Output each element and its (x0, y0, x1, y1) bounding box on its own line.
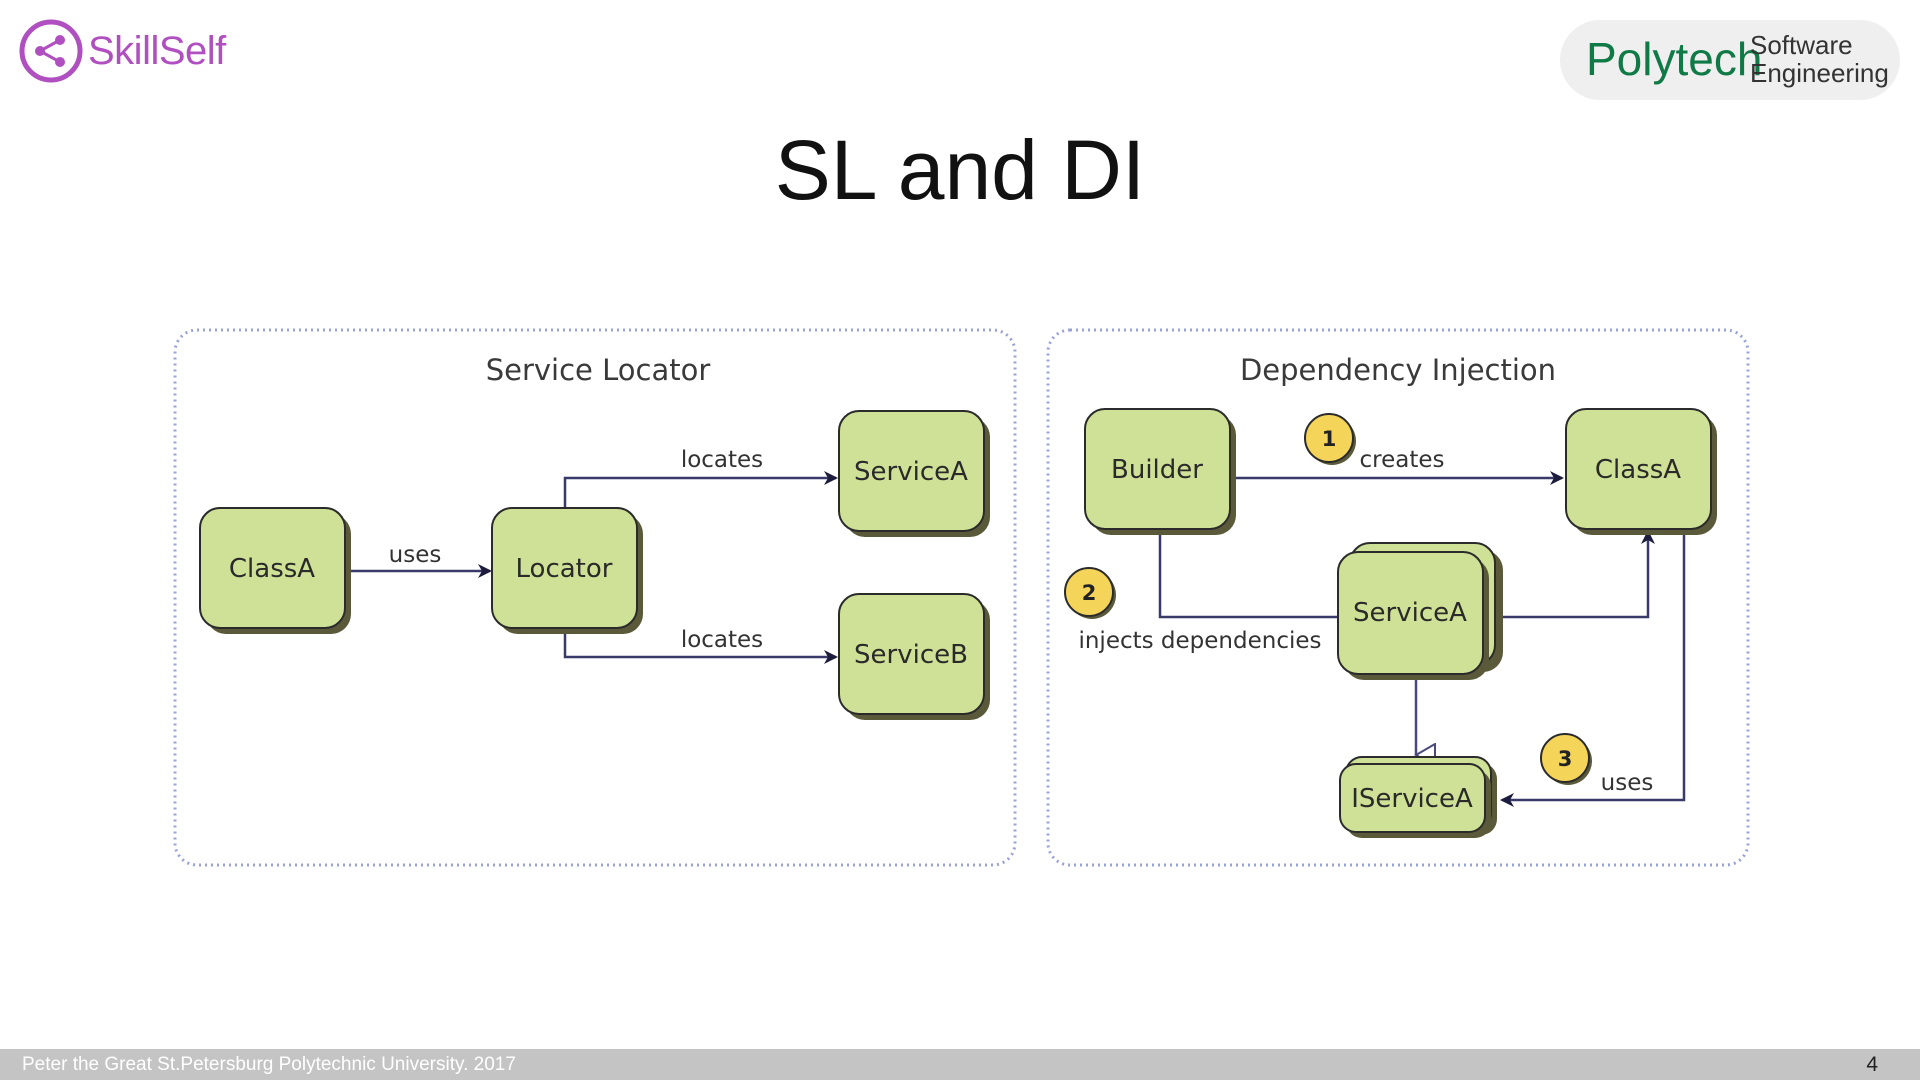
sl-node-locator-label: Locator (516, 554, 613, 584)
di-step-1-badge: 1 (1304, 413, 1356, 465)
di-step-1-number: 1 (1322, 427, 1337, 451)
footer-text: Peter the Great St.Petersburg Polytechni… (22, 1054, 516, 1075)
di-step-3-badge: 3 (1540, 733, 1592, 785)
di-step-2-number: 2 (1082, 581, 1097, 605)
di-node-class-a: ClassA (1565, 408, 1717, 535)
dependency-injection-border (1046, 328, 1750, 867)
di-step-2-badge: 2 (1064, 567, 1116, 619)
polytech-badge: Polytech Software Engineering (1560, 20, 1900, 100)
di-label-creates: creates (1360, 447, 1445, 473)
di-edge-injects (1158, 528, 1338, 619)
sl-di-diagram: Service Locator uses locates locates Cla… (173, 328, 1750, 867)
sl-node-class-a-label: ClassA (229, 554, 315, 584)
sl-edge-locates-service-a (563, 471, 838, 508)
service-locator-title: Service Locator (486, 353, 711, 387)
share-icon (19, 19, 83, 83)
footer-bar: Peter the Great St.Petersburg Polytechni… (0, 1049, 1920, 1080)
di-edge-uses (1500, 528, 1686, 807)
di-node-builder: Builder (1084, 408, 1236, 535)
di-edge-service-to-class (1495, 530, 1655, 619)
di-node-class-a-label: ClassA (1595, 455, 1681, 485)
sl-node-locator: Locator (491, 507, 643, 634)
di-node-builder-label: Builder (1111, 455, 1203, 485)
polytech-subtitle-line2: Engineering (1750, 58, 1889, 88)
sl-edge-locates-service-b (563, 632, 838, 664)
di-label-injects: injects dependencies (1078, 628, 1321, 654)
sl-node-service-a-label: ServiceA (854, 457, 968, 487)
sl-label-uses: uses (389, 542, 442, 568)
di-node-service-a: ServiceA (1337, 542, 1503, 680)
service-locator-panel: Service Locator uses locates locates Cla… (173, 328, 1017, 867)
dependency-injection-panel: Dependency Injection creates injects dep… (1046, 328, 1750, 867)
polytech-name: Polytech (1586, 33, 1763, 85)
sl-node-service-b-label: ServiceB (854, 640, 968, 670)
sl-label-locates-b: locates (681, 627, 763, 653)
di-node-iservice-a-label: IServiceA (1351, 784, 1473, 814)
sl-node-class-a: ClassA (199, 507, 351, 634)
brand-name: SkillSelf (88, 28, 226, 73)
service-locator-border (173, 328, 1017, 867)
sl-label-locates-a: locates (681, 447, 763, 473)
di-label-uses: uses (1601, 770, 1654, 796)
skillself-logo: SkillSelf (18, 18, 226, 84)
slide-title: SL and DI (774, 123, 1146, 217)
di-node-iservice-a: IServiceA (1339, 756, 1497, 838)
dependency-injection-title: Dependency Injection (1240, 353, 1556, 387)
sl-node-service-b: ServiceB (838, 593, 990, 720)
sl-node-service-a: ServiceA (838, 410, 990, 537)
di-node-service-a-label: ServiceA (1353, 598, 1467, 628)
polytech-subtitle-line1: Software (1750, 30, 1853, 60)
di-step-3-number: 3 (1558, 747, 1573, 771)
page-number: 4 (1866, 1053, 1878, 1076)
